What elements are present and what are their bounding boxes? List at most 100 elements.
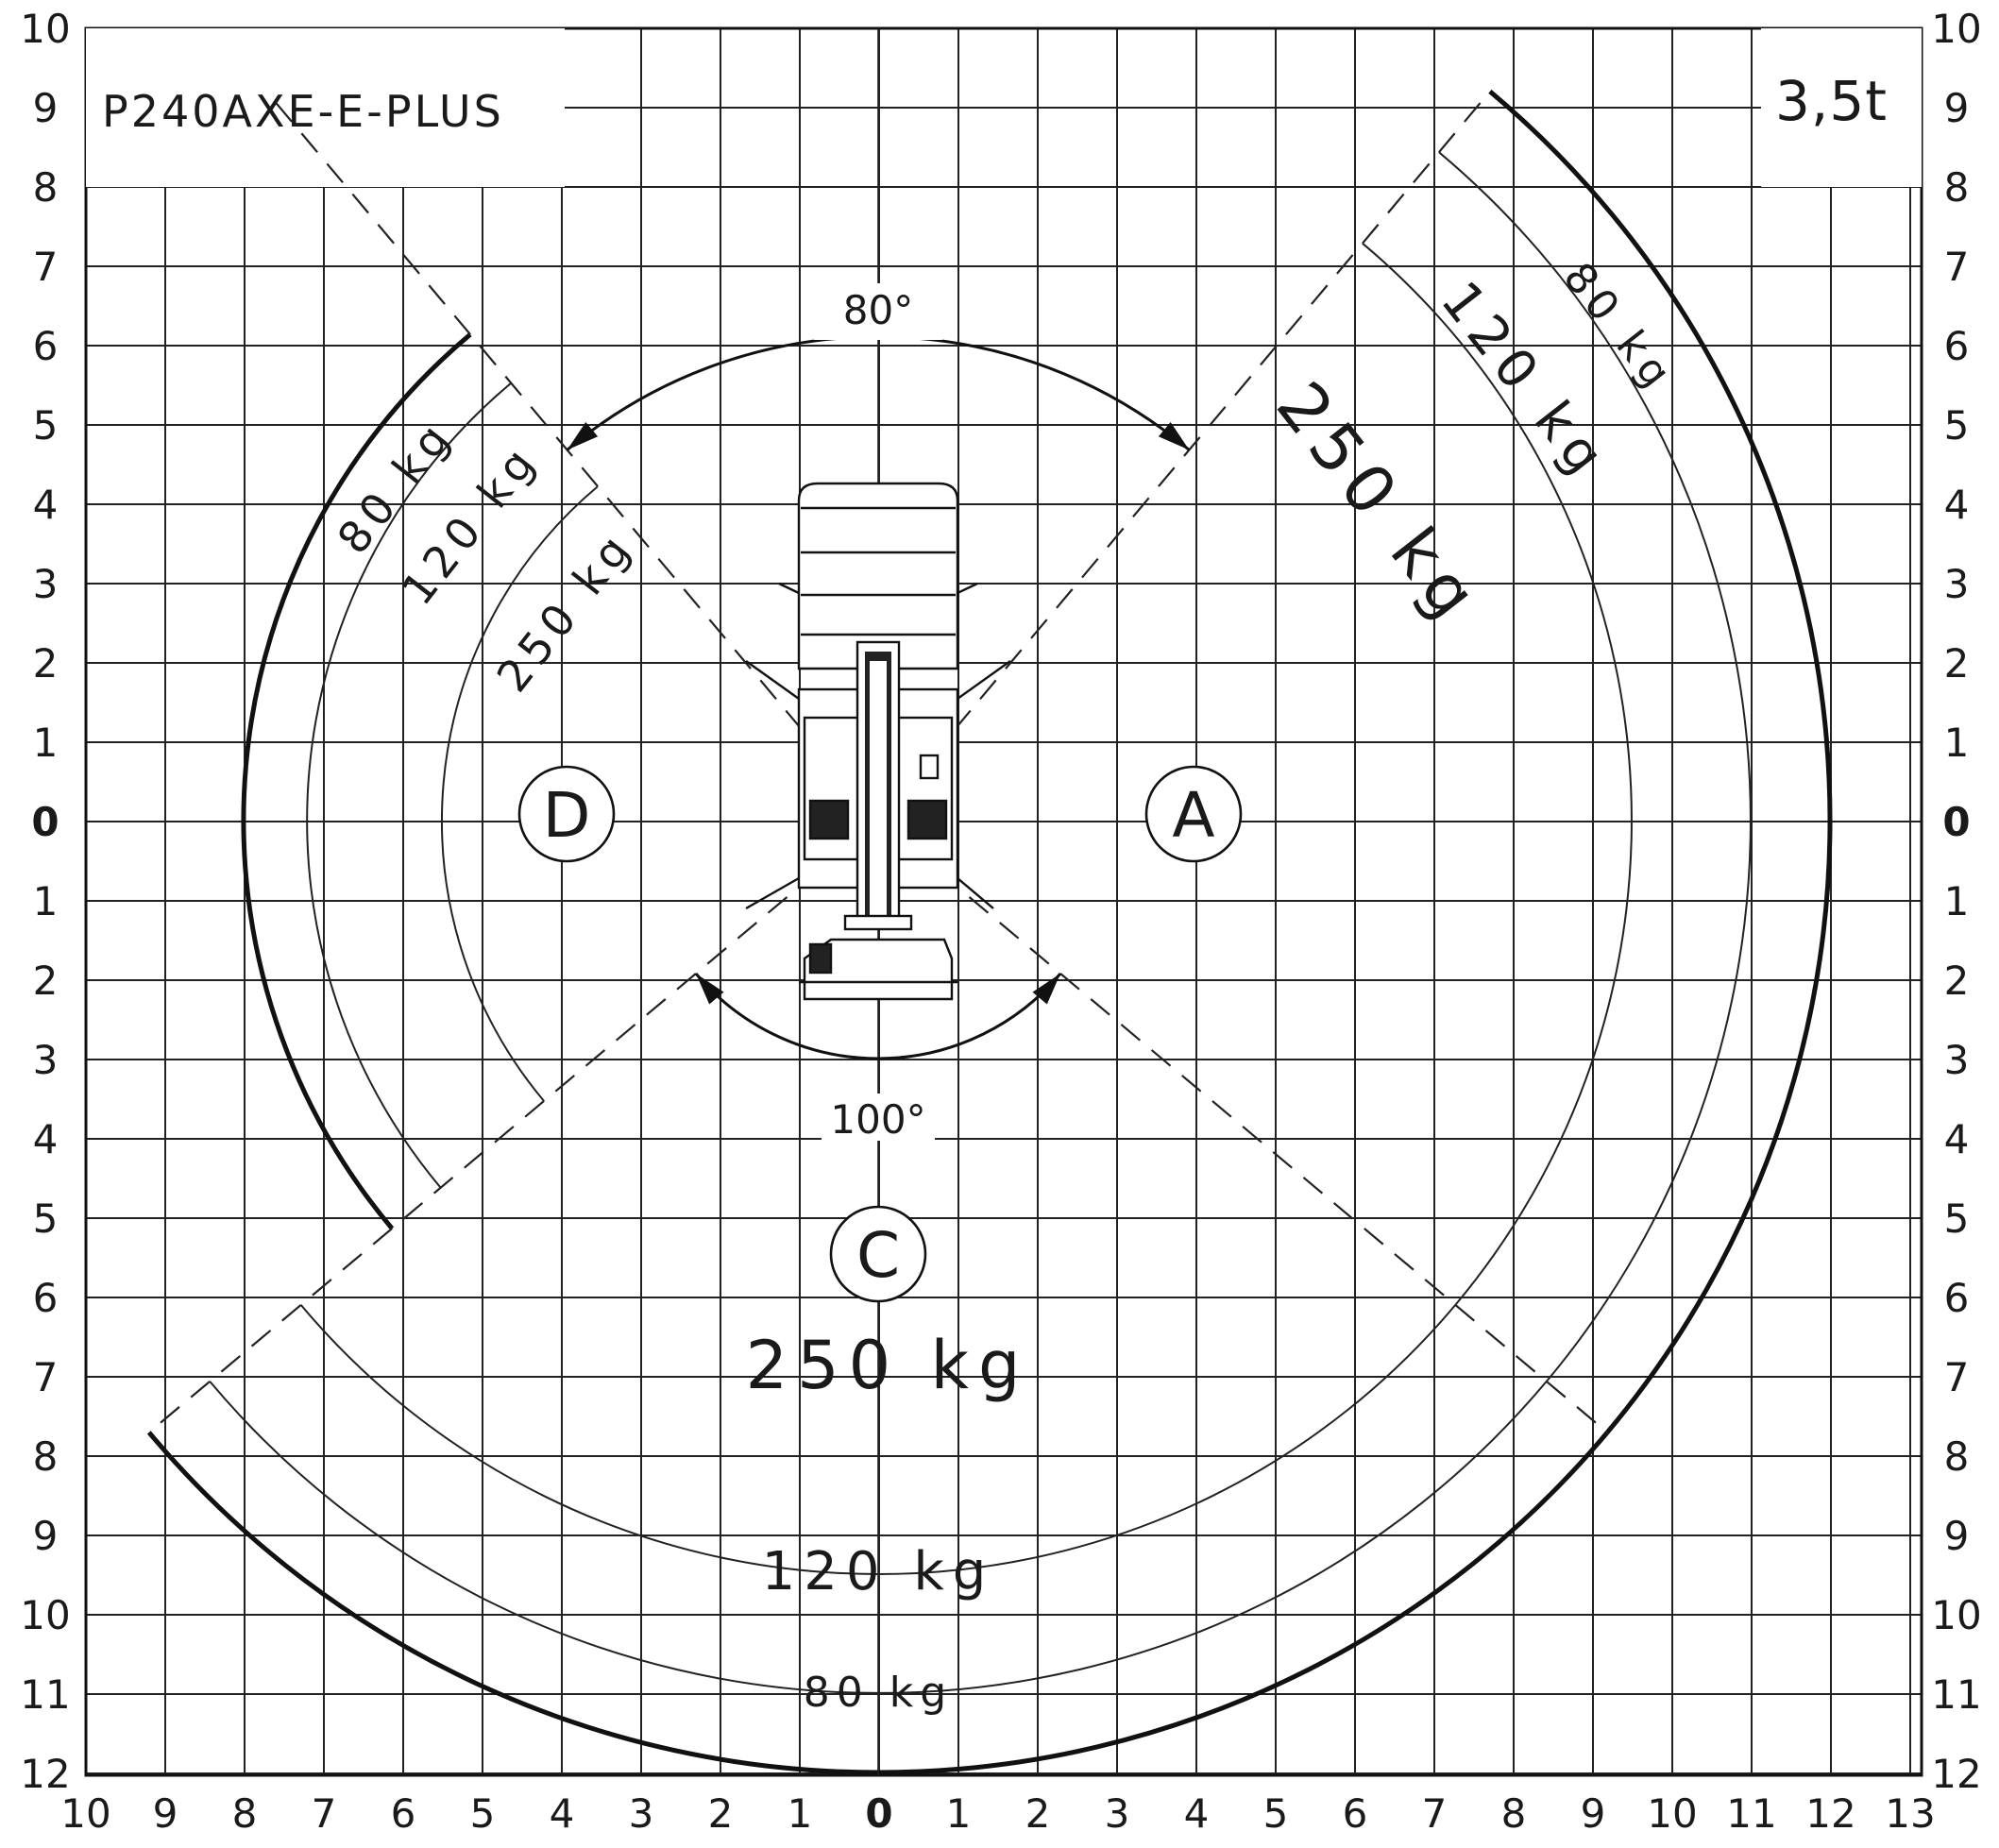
band-120kg-zone-d bbox=[306, 381, 512, 1189]
axis-tick-label: 0 bbox=[31, 799, 59, 845]
axis-tick-label: 6 bbox=[33, 323, 59, 369]
axis-tick-label: 8 bbox=[33, 1433, 59, 1480]
zone-a-letter: A bbox=[1172, 779, 1214, 852]
axis-tick-label: 7 bbox=[1422, 1790, 1448, 1837]
axis-tick-label: 6 bbox=[391, 1790, 416, 1837]
axis-tick-label: 3 bbox=[1944, 1037, 1970, 1083]
axis-tick-label: 8 bbox=[232, 1790, 258, 1837]
axis-tick-label: 9 bbox=[1944, 85, 1970, 131]
axis-tick-label: 4 bbox=[1944, 1116, 1970, 1162]
axis-tick-label: 7 bbox=[1944, 244, 1970, 290]
axis-tick-label: 2 bbox=[33, 958, 59, 1004]
axis-tick-label: 5 bbox=[1263, 1790, 1289, 1837]
rating-box bbox=[1761, 28, 1922, 187]
axis-tick-label: 7 bbox=[1944, 1354, 1970, 1400]
machine-top-view-icon bbox=[745, 482, 1011, 1001]
band-250kg-zone-a bbox=[1362, 242, 1633, 1306]
band-250kg-zone-d bbox=[441, 485, 599, 1102]
axis-tick-label: 1 bbox=[1944, 720, 1970, 766]
axis-tick-label: 1 bbox=[33, 878, 59, 924]
grid bbox=[84, 26, 1923, 1777]
zone-d-marker: D bbox=[517, 765, 616, 863]
axis-tick-label: 9 bbox=[1944, 1513, 1970, 1559]
axis-tick-label: 0 bbox=[1942, 799, 1970, 845]
axis-tick-label: 4 bbox=[1944, 482, 1970, 528]
model-name: P240AXE-E-PLUS bbox=[102, 86, 504, 137]
zone-c-letter: C bbox=[856, 1219, 900, 1292]
grid-frame bbox=[84, 26, 1923, 1777]
capacity-rating: 3,5t bbox=[1775, 69, 1888, 133]
rear-angle-indicator: 100° bbox=[694, 973, 1062, 1143]
axis-tick-label: 1 bbox=[788, 1790, 813, 1837]
axis-tick-label: 3 bbox=[33, 561, 59, 607]
axis-tick-label: 8 bbox=[33, 164, 59, 211]
axis-tick-label: 2 bbox=[708, 1790, 734, 1837]
axis-tick-label: 7 bbox=[33, 1354, 59, 1400]
front-angle-label: 80° bbox=[843, 287, 913, 333]
axis-tick-label: 4 bbox=[1184, 1790, 1210, 1837]
axis-tick-label: 10 bbox=[20, 1592, 70, 1638]
axis-tick-label: 7 bbox=[312, 1790, 337, 1837]
zone-a-marker: A bbox=[1144, 765, 1243, 863]
axis-tick-label: 3 bbox=[1944, 561, 1970, 607]
zone-d-250kg-label: 250 kg bbox=[486, 521, 643, 702]
axis-tick-label: 12 bbox=[1931, 1751, 1981, 1797]
axis-tick-label: 5 bbox=[1944, 402, 1970, 449]
zone-a-80kg-label: 80 kg bbox=[1554, 254, 1685, 401]
arrowhead-icon bbox=[567, 422, 599, 450]
axis-tick-label: 0 bbox=[865, 1790, 892, 1837]
axis-tick-label: 1 bbox=[946, 1790, 972, 1837]
axis-tick-label: 10 bbox=[1931, 1592, 1981, 1638]
axis-tick-label: 8 bbox=[1944, 1433, 1970, 1480]
zone-d-capacities: 80 kg 120 kg 250 kg bbox=[328, 410, 644, 702]
axis-tick-label: 2 bbox=[33, 640, 59, 687]
axis-tick-label: 9 bbox=[1581, 1790, 1606, 1837]
rear-angle-label: 100° bbox=[830, 1096, 925, 1143]
axis-tick-label: 8 bbox=[1944, 164, 1970, 211]
axis-tick-label: 12 bbox=[20, 1751, 70, 1797]
axis-tick-label: 10 bbox=[20, 6, 70, 52]
axis-tick-label: 10 bbox=[1647, 1790, 1697, 1837]
axis-tick-label: 6 bbox=[33, 1275, 59, 1321]
axis-tick-label: 1 bbox=[1944, 878, 1970, 924]
zone-d-letter: D bbox=[543, 779, 591, 852]
zone-c-120kg-label: 120 kg bbox=[762, 1541, 995, 1602]
axis-tick-label: 11 bbox=[20, 1671, 70, 1718]
zone-c-marker: C bbox=[829, 1205, 927, 1303]
outer-boundary-zone-a bbox=[1488, 89, 1833, 1434]
axis-tick-label: 2 bbox=[1025, 1790, 1051, 1837]
axis-tick-label: 4 bbox=[33, 1116, 59, 1162]
axis-tick-label: 10 bbox=[1931, 6, 1981, 52]
axis-tick-label: 8 bbox=[1501, 1790, 1527, 1837]
axis-scales: 1098765432101234567891011121098765432101… bbox=[20, 6, 1981, 1837]
axis-tick-label: 5 bbox=[1944, 1195, 1970, 1242]
axis-tick-label: 10 bbox=[60, 1790, 110, 1837]
zone-c-80kg-label: 80 kg bbox=[804, 1669, 953, 1717]
axis-tick-label: 4 bbox=[33, 482, 59, 528]
axis-tick-label: 12 bbox=[1805, 1790, 1855, 1837]
arrowhead-icon bbox=[696, 974, 724, 1005]
axis-tick-label: 9 bbox=[33, 1513, 59, 1559]
outer-boundary-zone-d bbox=[241, 332, 472, 1230]
axis-tick-label: 3 bbox=[629, 1790, 654, 1837]
axis-tick-label: 6 bbox=[1944, 1275, 1970, 1321]
axis-tick-label: 5 bbox=[33, 402, 59, 449]
axis-tick-label: 11 bbox=[1931, 1671, 1981, 1718]
zone-a-capacities: 80 kg 120 kg 250 kg bbox=[1262, 254, 1684, 639]
axis-tick-label: 2 bbox=[1944, 640, 1970, 687]
arrowhead-icon bbox=[1158, 422, 1190, 450]
axis-tick-label: 13 bbox=[1885, 1790, 1935, 1837]
band-120kg-zone-a bbox=[1438, 151, 1752, 1382]
axis-tick-label: 5 bbox=[33, 1195, 59, 1242]
axis-tick-label: 11 bbox=[1726, 1790, 1776, 1837]
zone-c-capacities: 250 kg 120 kg 80 kg bbox=[746, 1327, 1021, 1717]
axis-tick-label: 3 bbox=[1105, 1790, 1130, 1837]
axis-tick-label: 7 bbox=[33, 244, 59, 290]
front-angle-indicator: 80° bbox=[566, 283, 1191, 451]
axis-tick-label: 4 bbox=[550, 1790, 575, 1837]
axis-tick-label: 6 bbox=[1944, 323, 1970, 369]
axis-tick-label: 9 bbox=[33, 85, 59, 131]
arrowhead-icon bbox=[1032, 974, 1060, 1005]
axis-tick-label: 9 bbox=[153, 1790, 178, 1837]
